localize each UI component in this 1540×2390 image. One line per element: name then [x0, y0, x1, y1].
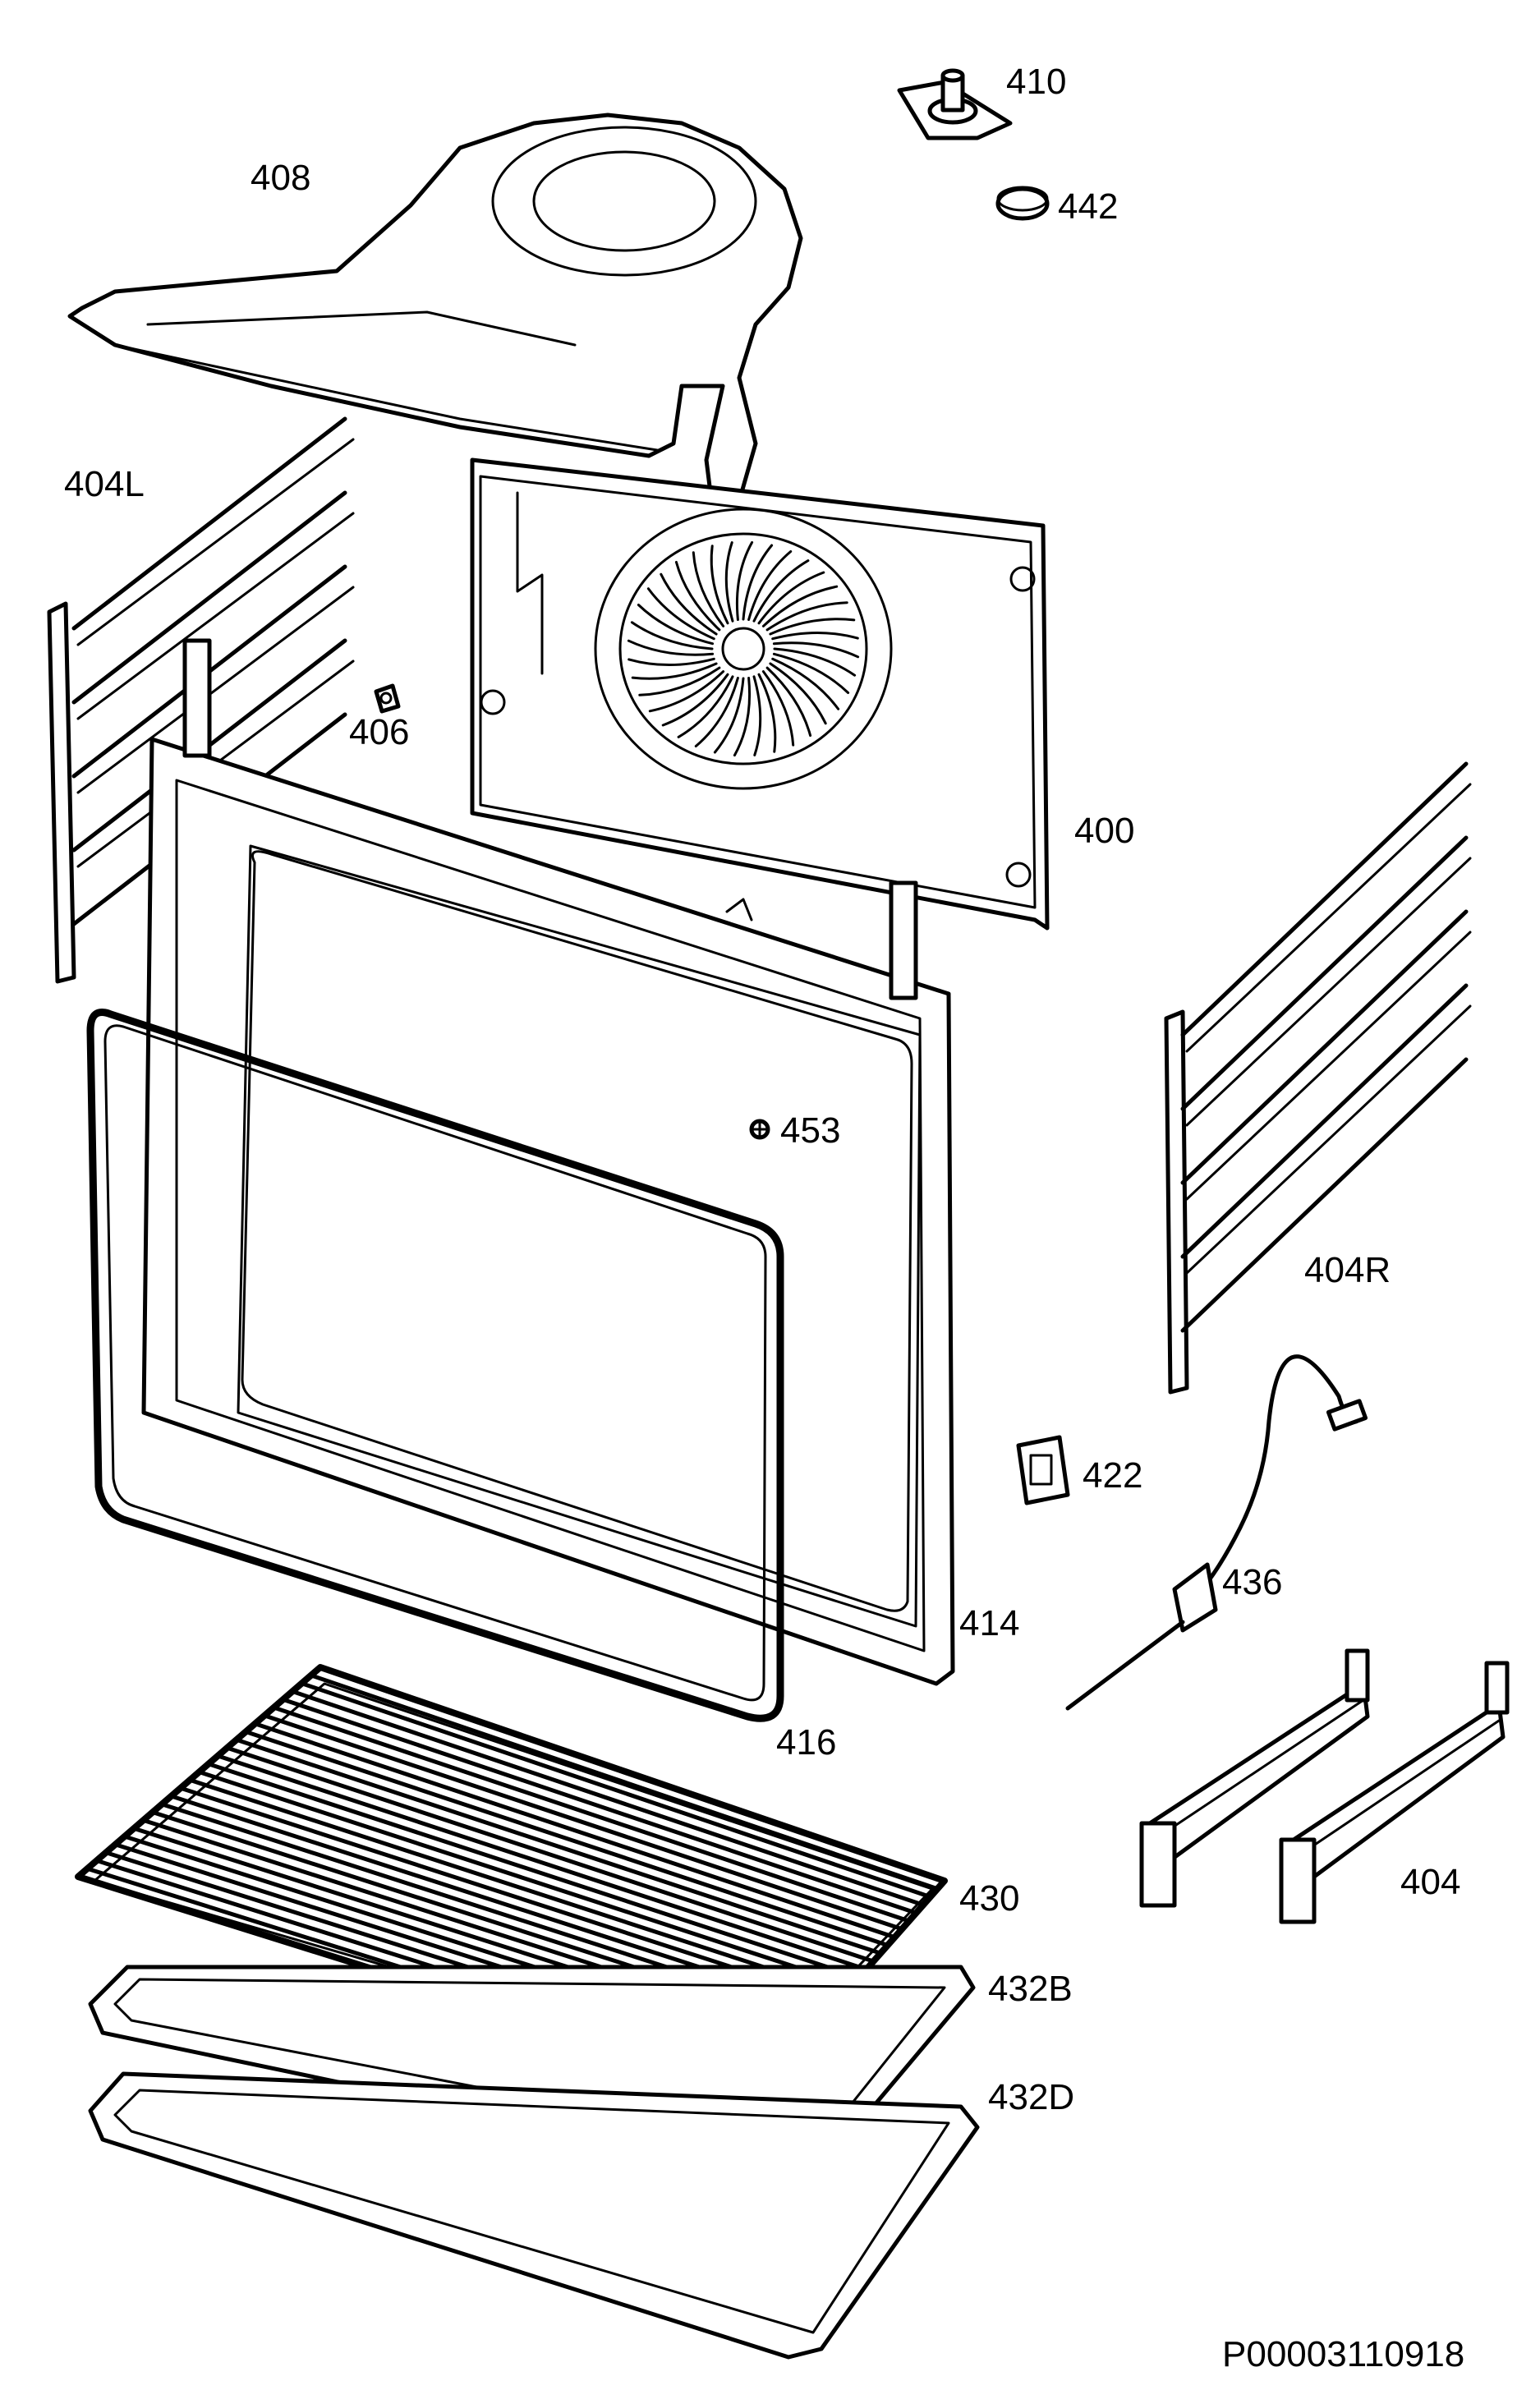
part-408-fan-cover [67, 113, 803, 528]
part-414-door-frame [141, 638, 955, 1686]
rack-wire [290, 1689, 926, 1907]
fan-spoke [752, 559, 810, 623]
part-404-telescopic-runners [1139, 1648, 1510, 1924]
fan-spoke [769, 662, 827, 725]
label-414: 414 [959, 1603, 1020, 1643]
label-410: 410 [1006, 62, 1067, 102]
fan-spoke [724, 541, 734, 623]
fan-spoke [765, 601, 848, 632]
fan-spoke [761, 585, 839, 627]
label-404L: 404L [64, 464, 145, 504]
label-416: 416 [776, 1722, 837, 1763]
fan-spoke [674, 560, 721, 632]
fan-spoke [761, 670, 795, 747]
fan-spoke [710, 545, 729, 625]
fan-spoke [677, 675, 734, 738]
rack-wire [281, 1697, 918, 1915]
part-400-back-panel [470, 457, 1050, 931]
fan-spoke [771, 657, 840, 710]
fan-spoke [742, 544, 774, 621]
label-453: 453 [780, 1110, 841, 1151]
rack-wire [253, 1721, 897, 1940]
fan-spoke [638, 666, 721, 696]
label-404R: 404R [1304, 1250, 1391, 1290]
label-442: 442 [1058, 186, 1119, 227]
label-436: 436 [1222, 1562, 1283, 1602]
fan-spoke [772, 641, 860, 659]
rack-wire [234, 1737, 883, 1956]
part-416-door-gasket [86, 1009, 784, 1722]
rack-wire [225, 1745, 876, 1964]
fan-spoke [660, 572, 718, 636]
fan-spoke [627, 639, 715, 656]
fan-spoke [692, 551, 725, 627]
part-453-screw [749, 1119, 770, 1140]
fan-spoke [694, 677, 739, 747]
fan-spoke [747, 550, 793, 621]
label-430: 430 [959, 1878, 1020, 1919]
label-432D: 432D [988, 2077, 1075, 2117]
fan-spoke [752, 675, 762, 756]
rack-wire [243, 1730, 890, 1947]
rack-wire [215, 1753, 869, 1972]
fan-spoke [771, 631, 859, 641]
fan-spoke [713, 677, 745, 754]
rack-wire [187, 1777, 848, 1996]
fan-spoke [630, 621, 714, 650]
document-id: P00003110918 [1222, 2334, 1465, 2374]
part-404R-right-runner [1164, 761, 1472, 1395]
fan-spoke [769, 618, 856, 636]
label-406: 406 [349, 712, 410, 752]
rack-wire [299, 1681, 933, 1900]
part-406-clip [374, 683, 401, 714]
fan-spoke [773, 647, 857, 677]
rack-wire [309, 1673, 940, 1891]
fan-spoke [765, 666, 812, 738]
fan-spoke [772, 652, 850, 694]
part-442-cap [995, 186, 1050, 221]
fan-spoke [637, 604, 715, 646]
fan-spoke [646, 587, 715, 641]
label-400: 400 [1074, 811, 1135, 851]
part-422-connector [1016, 1435, 1070, 1505]
fan-spoke [757, 571, 825, 625]
fan-spoke [735, 540, 754, 621]
label-408: 408 [251, 158, 311, 198]
fan-spoke [733, 677, 752, 757]
rack-wire [262, 1713, 904, 1932]
fan-spoke [648, 670, 725, 713]
part-432D-tray [88, 2071, 980, 2360]
fan-grille-spokes [627, 540, 860, 757]
label-432B: 432B [988, 1969, 1073, 2009]
rack-wire [206, 1762, 862, 1980]
part-410-motor-mount [897, 68, 1013, 140]
fan-spoke [631, 662, 718, 680]
rack-wire [271, 1705, 912, 1923]
part-436-probe [1065, 1354, 1368, 1711]
rack-wire [197, 1770, 854, 1988]
fan-spoke [627, 657, 715, 667]
fan-spoke [757, 673, 777, 753]
label-404: 404 [1400, 1862, 1461, 1902]
fan-spoke [661, 673, 729, 727]
label-422: 422 [1083, 1455, 1143, 1496]
